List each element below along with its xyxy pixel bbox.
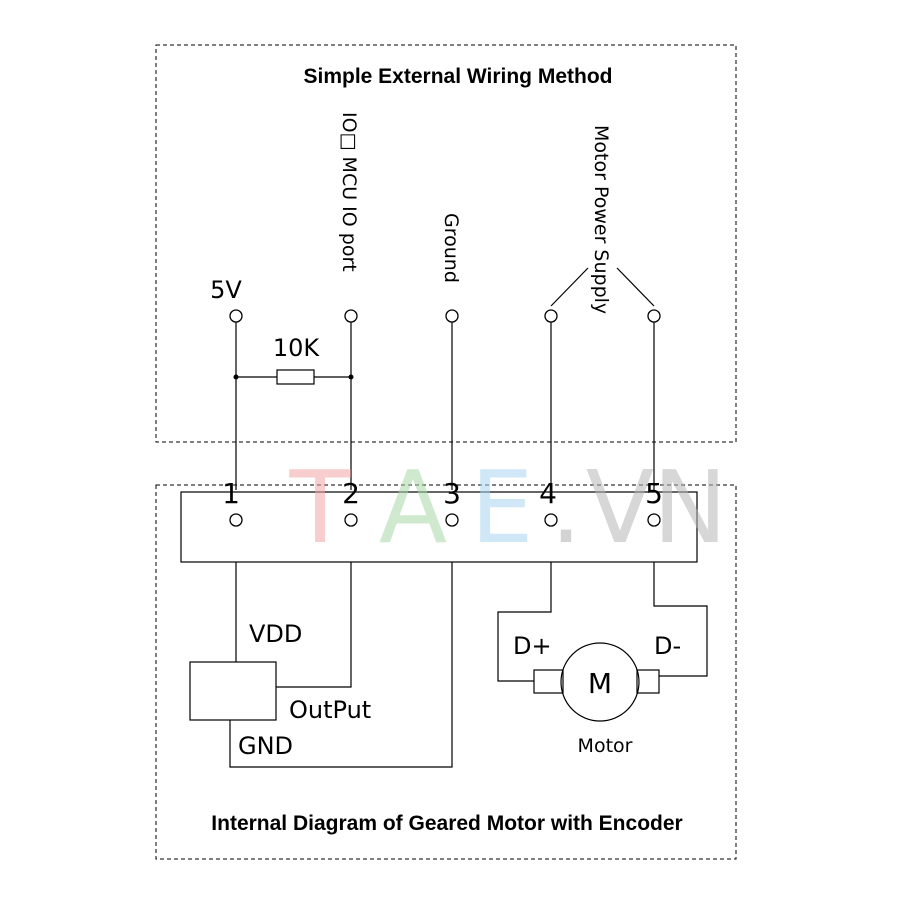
pin-terminal-5: [647, 513, 661, 527]
watermark-letter: A: [379, 449, 447, 566]
pin-terminal-2: [344, 513, 358, 527]
label-output: OutPut: [289, 696, 371, 724]
pin-terminal-1: [229, 513, 243, 527]
motor-brush-right: [636, 669, 660, 694]
label-ground: Ground: [440, 213, 462, 283]
watermark-letter: V: [586, 449, 654, 566]
label-dplus: D+: [513, 632, 552, 660]
label-mcu-io-port: IO□ MCU IO port: [338, 112, 360, 272]
internal-title: Internal Diagram of Geared Motor with En…: [211, 812, 682, 835]
terminal-power-plus: [544, 309, 558, 323]
terminal-io: [344, 309, 358, 323]
connector-block: [180, 491, 698, 563]
watermark-letter: T: [288, 449, 351, 566]
motor-label: Motor: [578, 735, 633, 757]
pin-number-1: 1: [222, 477, 240, 510]
encoder-box: [189, 661, 277, 721]
terminal-5v: [229, 309, 243, 323]
label-gnd: GND: [238, 732, 293, 760]
pin-number-5: 5: [645, 477, 663, 510]
junction-dot: [233, 374, 239, 380]
label-resistor: 10K: [273, 334, 321, 362]
wire-output: [276, 562, 352, 688]
pin-number-3: 3: [443, 477, 461, 510]
motor-letter: M: [588, 667, 612, 700]
resistor-10k: [276, 369, 315, 385]
watermark-letter: N: [653, 449, 728, 566]
label-dminus: D-: [654, 632, 681, 660]
watermark-letter: .: [550, 449, 582, 566]
motor-brush-left: [533, 669, 564, 694]
wire-gnd: [229, 562, 453, 768]
junction-dot: [348, 374, 354, 380]
pin-number-4: 4: [539, 477, 557, 510]
label-5v: 5V: [210, 276, 242, 304]
label-motor-power-supply: Motor Power Supply: [590, 125, 612, 314]
pin-terminal-4: [544, 513, 558, 527]
wire-dplus: [497, 562, 552, 682]
terminal-power-minus: [647, 309, 661, 323]
label-vdd: VDD: [249, 620, 302, 648]
terminal-ground: [445, 309, 459, 323]
motor-symbol: [560, 642, 640, 722]
external-wiring-box: [155, 44, 737, 443]
pin-terminal-3: [445, 513, 459, 527]
internal-diagram-box: [155, 484, 737, 860]
watermark-letter: E: [470, 449, 533, 566]
external-title: Simple External Wiring Method: [303, 65, 612, 88]
wire-dminus: [653, 562, 708, 677]
pin-number-2: 2: [342, 477, 360, 510]
